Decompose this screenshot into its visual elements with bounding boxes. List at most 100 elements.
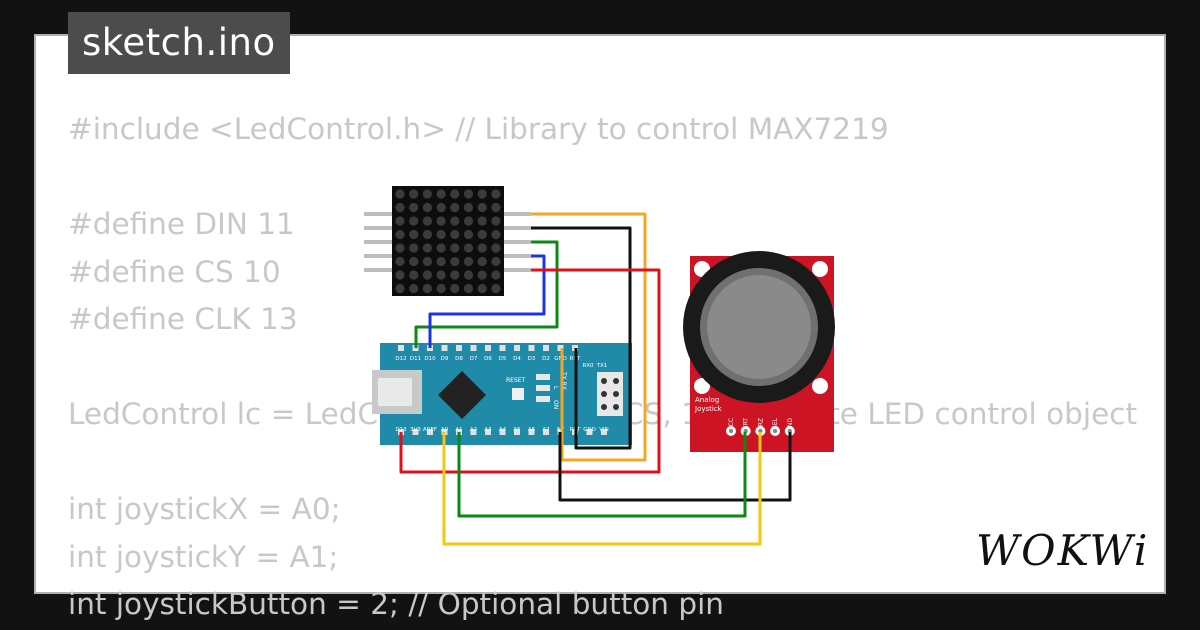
wire-gnd-joystick [558,432,792,502]
arduino-pin-label: RX0 [582,363,594,369]
led-label-on: ON [552,400,559,409]
usb-port-icon [378,378,412,406]
matrix-led [463,243,474,253]
filename-tab[interactable]: sketch.ino [68,12,290,74]
matrix-led [477,283,487,294]
matrix-led [409,243,419,253]
arduino-pin[interactable] [586,429,593,435]
reset-button[interactable] [512,388,524,400]
matrix-led [477,229,487,240]
icsp-pin [601,378,607,384]
arduino-pin[interactable] [456,345,462,351]
arduino-pin[interactable] [543,429,549,435]
arduino-pin[interactable] [412,429,419,435]
arduino-pin[interactable] [543,345,549,351]
wire-cs [428,254,546,348]
matrix-led [491,283,501,294]
matrix-led [409,216,419,226]
wire-gnd-matrix [531,226,632,450]
code-line: #define DIN 11 [68,207,295,241]
matrix-led [422,189,432,199]
matrix-led [450,283,460,294]
matrix-led [450,202,460,213]
arduino-pin[interactable] [485,345,491,351]
led-label-l: L [552,386,559,390]
matrix-led [436,229,446,240]
wire-din [414,240,559,348]
code-line: int joystickButton = 2; // Optional butt… [68,587,725,621]
matrix-led [422,216,432,226]
arduino-pin[interactable] [514,345,520,351]
matrix-led [436,243,446,253]
matrix-led [463,229,474,240]
matrix-led [436,270,446,280]
arduino-pin[interactable] [499,429,506,435]
matrix-led [450,216,460,226]
arduino-pin[interactable] [485,429,491,435]
arduino-pin[interactable] [528,429,535,435]
joystick-pins: VCCVERTHORZSELGND [726,417,795,436]
matrix-led [450,270,460,280]
arduino-pin[interactable] [528,345,535,351]
arduino-pin-label: D4 [513,356,521,362]
matrix-led [491,216,501,226]
icsp-pin [601,404,607,410]
led-matrix[interactable] [364,186,531,296]
icsp-pin [613,378,619,384]
wire-clk [399,268,661,474]
arduino-pin[interactable] [470,345,477,351]
matrix-leds [395,189,501,294]
joystick-pin-label: SEL [772,417,779,429]
matrix-led [422,202,432,213]
matrix-led [409,229,419,240]
code-line: #include <LedControl.h> // Library to co… [68,112,889,146]
matrix-led [450,229,460,240]
arduino-pin[interactable] [441,345,448,351]
arduino-pin-label: D13 [395,427,407,433]
wokwi-logo: WOKWi [976,526,1150,575]
matrix-led [477,270,487,280]
arduino-pin[interactable] [427,429,433,435]
icsp-header [597,372,623,416]
matrix-led [491,243,501,253]
arduino-pin-label: A0 [441,427,449,433]
arduino-pin-label: TX1 [596,363,608,369]
matrix-led [422,283,432,294]
arduino-pin[interactable] [398,345,404,351]
matrix-led [477,243,487,253]
arduino-pin-label: D3 [528,356,536,362]
arduino-pin-label: A5 [513,427,521,433]
arduino-pin[interactable] [499,345,506,351]
matrix-led [395,216,405,226]
arduino-pin[interactable] [470,429,477,435]
joystick-title-line2: Joystick [694,405,723,413]
matrix-led [491,202,501,213]
code-line: #define CLK 13 [68,302,298,336]
arduino-pin-label: D5 [499,356,507,362]
matrix-led [436,283,446,294]
joystick-pin-label: VERT [743,418,750,434]
matrix-led [463,270,474,280]
analog-joystick[interactable]: Analog Joystick VCCVERTHORZSELGND [683,251,835,452]
matrix-led [395,270,405,280]
arduino-pin-label: A1 [455,427,462,433]
matrix-led [450,189,460,199]
matrix-led [491,229,501,240]
matrix-pins-right [503,212,531,272]
arduino-pin-label: 3V3 [410,427,421,433]
matrix-led [422,243,432,253]
matrix-led [491,189,501,199]
matrix-pins-left [364,212,392,272]
icsp-pin [601,391,607,397]
arduino-pin-label: A2 [470,427,477,433]
arduino-pin[interactable] [514,429,520,435]
arduino-pin[interactable] [601,429,607,435]
matrix-led [395,256,405,267]
arduino-pin-label: D9 [441,356,449,362]
joystick-pin-label: VCC [728,418,735,430]
wire-vcc [531,212,647,462]
matrix-led [436,216,446,226]
arduino-pin-label: D10 [424,356,436,362]
